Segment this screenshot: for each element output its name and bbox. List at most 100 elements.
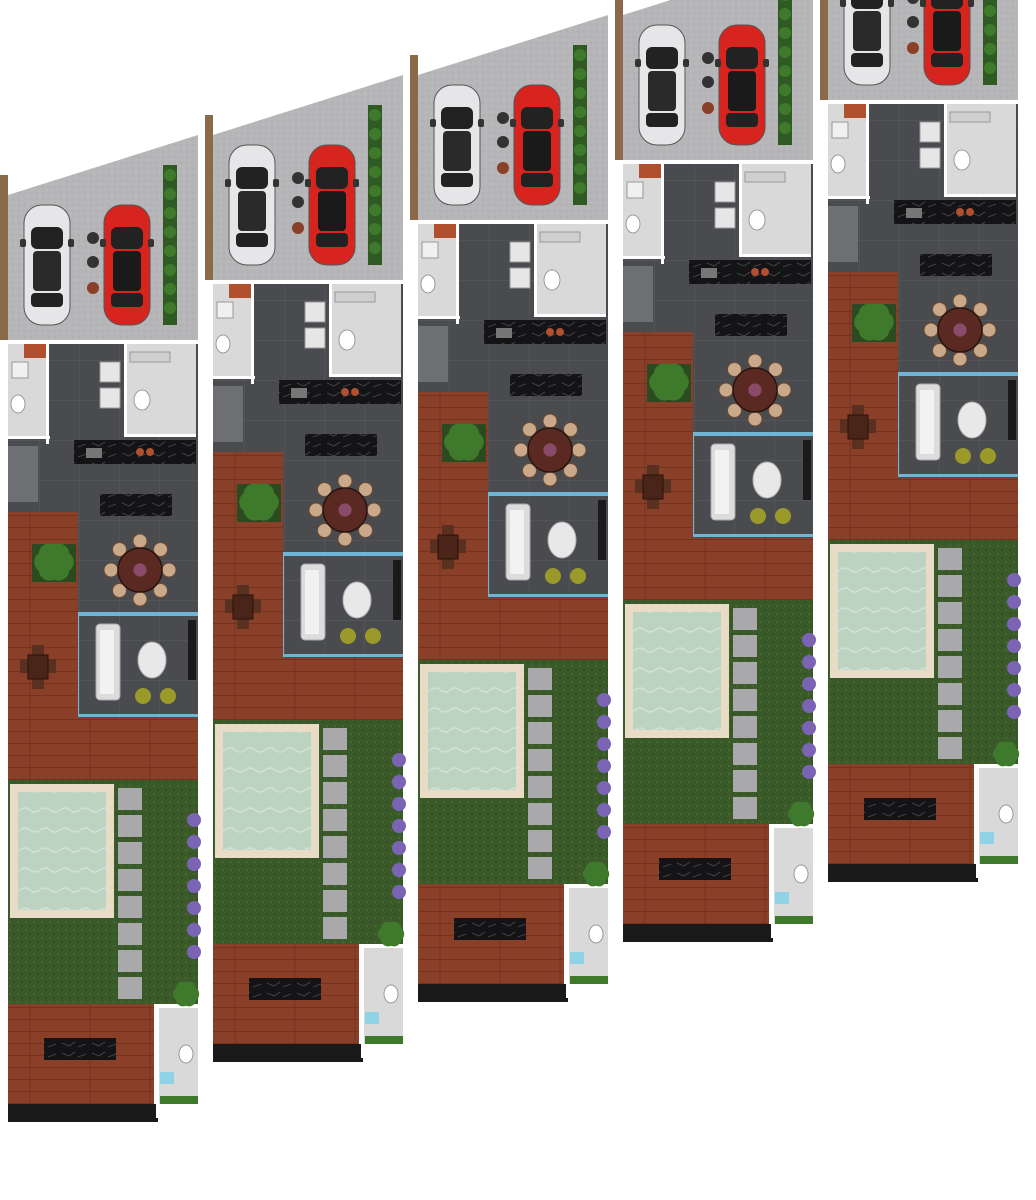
stepping-stone bbox=[938, 737, 962, 759]
patio-table-top bbox=[847, 414, 869, 440]
shower-grate bbox=[949, 111, 991, 123]
stone-wall bbox=[820, 0, 828, 100]
lavender-bush bbox=[1007, 661, 1021, 675]
white-car-rear-window bbox=[646, 113, 678, 127]
coffee-table bbox=[137, 641, 167, 679]
stepping-stone bbox=[528, 695, 552, 717]
stair bbox=[828, 206, 858, 262]
stone-wall bbox=[0, 175, 8, 340]
armchair bbox=[955, 448, 971, 464]
garden-shrub-leaf bbox=[591, 861, 607, 877]
wall bbox=[739, 254, 811, 257]
dining-table-chair bbox=[923, 322, 939, 338]
wall bbox=[1018, 100, 1022, 900]
shower bbox=[160, 1072, 174, 1084]
lavender-bush bbox=[1007, 705, 1021, 719]
hedge-shrub bbox=[779, 103, 791, 115]
coffee-table bbox=[957, 401, 987, 439]
hedge-shrub bbox=[779, 84, 791, 96]
patio-table-chair bbox=[442, 559, 454, 569]
dining-table-centerpiece bbox=[338, 503, 352, 517]
armchair bbox=[545, 568, 561, 584]
vanity bbox=[229, 284, 253, 298]
white-car-mirror-left bbox=[840, 0, 846, 7]
dining-table-chair bbox=[726, 403, 742, 419]
unit-5 bbox=[820, 0, 1022, 900]
red-car-mirror-left bbox=[510, 119, 516, 127]
patio-table-chair bbox=[251, 599, 261, 613]
wall bbox=[828, 196, 870, 199]
lavender-bush bbox=[802, 721, 816, 735]
white-car-windshield bbox=[441, 107, 473, 129]
kitchen-island bbox=[920, 254, 992, 276]
shower bbox=[980, 832, 994, 844]
lavender-bush bbox=[802, 633, 816, 647]
stepping-stone bbox=[938, 602, 962, 624]
stepping-stone bbox=[938, 710, 962, 732]
lavender-bush bbox=[597, 737, 611, 751]
dining-table-chair bbox=[563, 421, 579, 437]
wall bbox=[403, 280, 407, 1080]
dining-table-chair bbox=[981, 322, 997, 338]
hedge-shrub bbox=[574, 182, 586, 194]
glass-wall bbox=[691, 534, 813, 537]
lavender-bush bbox=[187, 857, 201, 871]
stepping-stone bbox=[528, 776, 552, 798]
shower bbox=[775, 892, 789, 904]
white-car bbox=[635, 24, 689, 146]
stepping-stone bbox=[118, 950, 142, 972]
patio-table-chair bbox=[866, 419, 876, 433]
hedge-shrub bbox=[574, 106, 586, 118]
lavender-bush bbox=[802, 743, 816, 757]
lavender-bush bbox=[802, 765, 816, 779]
armchair bbox=[750, 508, 766, 524]
kitchen-island bbox=[510, 374, 582, 396]
dining-table-chair bbox=[747, 353, 763, 369]
white-car bbox=[225, 144, 279, 266]
red-car bbox=[305, 144, 359, 266]
washer bbox=[714, 181, 736, 203]
patio-table-chair bbox=[237, 585, 249, 595]
planter-strip bbox=[160, 1096, 198, 1104]
red-car-roof bbox=[523, 131, 551, 171]
dining-table-centerpiece bbox=[133, 563, 147, 577]
stone-wall bbox=[410, 55, 418, 220]
stone-wall bbox=[615, 0, 623, 160]
patio-table-top bbox=[437, 534, 459, 560]
dining-table-chair bbox=[337, 473, 353, 489]
white-car-mirror-right bbox=[273, 179, 279, 187]
lavender-bush bbox=[392, 863, 406, 877]
patio-table bbox=[840, 405, 876, 449]
dryer bbox=[714, 207, 736, 229]
glass-wall bbox=[283, 552, 403, 556]
garden-shrub-leaf bbox=[1001, 741, 1017, 757]
patio-table-top bbox=[642, 474, 664, 500]
stepping-stone bbox=[733, 635, 757, 657]
dining-table-chair bbox=[111, 583, 127, 599]
lavender-bush bbox=[1007, 683, 1021, 697]
patio-table bbox=[430, 525, 466, 569]
dining-table-chair bbox=[337, 531, 353, 547]
planter-plant bbox=[854, 303, 894, 341]
wall bbox=[623, 256, 665, 259]
stepping-stone bbox=[118, 815, 142, 837]
hedge-shrub bbox=[781, 0, 789, 1]
stepping-stone bbox=[938, 656, 962, 678]
hedge-shrub bbox=[164, 264, 176, 276]
armchair bbox=[135, 688, 151, 704]
dining-table-chair bbox=[521, 421, 537, 437]
planter-pot bbox=[497, 136, 509, 148]
dryer bbox=[99, 387, 121, 409]
white-car-windshield bbox=[236, 167, 268, 189]
toilet bbox=[998, 804, 1014, 824]
white-car-rear-window bbox=[851, 53, 883, 67]
dryer bbox=[509, 267, 531, 289]
wall bbox=[619, 160, 623, 960]
planter-pot bbox=[907, 16, 919, 28]
rear-wall-cap bbox=[213, 1044, 363, 1062]
garden-shrub bbox=[377, 921, 405, 947]
lavender-bush bbox=[597, 825, 611, 839]
dining-table-chair bbox=[571, 442, 587, 458]
hedge-shrub bbox=[369, 242, 381, 254]
sink bbox=[421, 241, 439, 259]
